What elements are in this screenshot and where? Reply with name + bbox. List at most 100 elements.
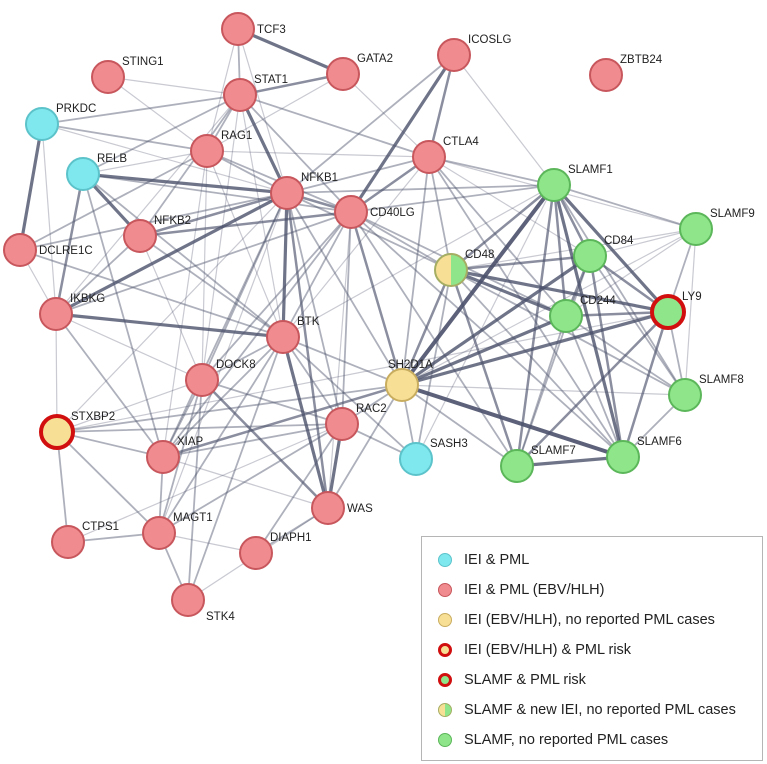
node-border xyxy=(239,536,273,570)
edge-cd244-slamf6 xyxy=(565,315,624,458)
legend-item-iei-pml: IEI & PML xyxy=(438,549,529,571)
node-sh2d1a[interactable]: SH2D1A xyxy=(385,359,433,402)
node-border xyxy=(334,195,368,229)
edge-stat1-dock8 xyxy=(201,94,241,381)
edge-ikbkg-dock8 xyxy=(55,313,203,381)
node-circle xyxy=(501,450,533,482)
legend-swatch-iei-pml-ebv xyxy=(438,583,452,597)
node-cd40lg[interactable]: CD40LG xyxy=(334,195,415,229)
node-circle xyxy=(271,177,303,209)
edge-prkdc-dclre1c xyxy=(18,122,44,252)
node-slamf6[interactable]: SLAMF6 xyxy=(606,436,682,474)
edge-rac2-ctps1 xyxy=(67,423,343,543)
node-rac2[interactable]: RAC2 xyxy=(325,403,387,441)
node-border xyxy=(3,233,37,267)
legend-item-slamf-new-iei: SLAMF & new IEI, no reported PML cases xyxy=(438,699,736,721)
node-stxbp2[interactable]: STXBP2 xyxy=(39,411,115,450)
node-label: CTLA4 xyxy=(443,136,479,148)
edge-nfkb2-ikbkg xyxy=(55,235,141,315)
node-btk[interactable]: BTK xyxy=(266,316,320,354)
node-slamf9[interactable]: SLAMF9 xyxy=(679,208,755,246)
edge-nfkb1-ikbkg xyxy=(54,191,289,316)
node-circle xyxy=(52,526,84,558)
legend-label: IEI & PML (EBV/HLH) xyxy=(464,582,605,598)
edge-sh2d1a-slamf1 xyxy=(400,183,556,387)
edge-rac2-xiap xyxy=(162,423,343,458)
edge-cd40lg-ikbkg xyxy=(55,211,352,315)
node-tcf3[interactable]: TCF3 xyxy=(221,12,286,46)
legend-label: SLAMF, no reported PML cases xyxy=(464,732,669,748)
legend-label: SLAMF & PML risk xyxy=(464,672,586,688)
node-nfkb1[interactable]: NFKB1 xyxy=(270,172,338,210)
node-circle xyxy=(92,61,124,93)
edge-dock8-stxbp2 xyxy=(56,379,203,433)
edge-prkdc-ikbkg xyxy=(41,123,57,315)
edge-nfkb1-rac2 xyxy=(286,192,343,425)
legend-label: SLAMF & new IEI, no reported PML cases xyxy=(464,702,736,718)
node-label: DCLRE1C xyxy=(39,245,93,257)
node-border xyxy=(270,176,304,210)
node-cd48[interactable]: CD48 xyxy=(434,249,494,287)
node-border xyxy=(39,297,73,331)
node-border xyxy=(437,38,471,72)
node-nfkb2[interactable]: NFKB2 xyxy=(123,215,191,253)
node-icoslg[interactable]: ICOSLG xyxy=(437,34,512,72)
node-dock8[interactable]: DOCK8 xyxy=(185,359,256,397)
node-circle xyxy=(240,537,272,569)
node-slamf1[interactable]: SLAMF1 xyxy=(537,164,613,202)
node-sting1[interactable]: STING1 xyxy=(91,56,164,94)
node-rag1[interactable]: RAG1 xyxy=(190,130,252,168)
node-xiap[interactable]: XIAP xyxy=(146,436,204,474)
node-magt1[interactable]: MAGT1 xyxy=(142,512,213,550)
node-sash3[interactable]: SASH3 xyxy=(399,438,468,476)
node-stk4[interactable]: STK4 xyxy=(171,583,235,623)
node-stat1[interactable]: STAT1 xyxy=(223,74,288,112)
node-relb[interactable]: RELB xyxy=(66,153,127,191)
node-label: CD84 xyxy=(604,235,634,247)
node-diaph1[interactable]: DIAPH1 xyxy=(239,532,312,570)
edge-cd40lg-nfkb2 xyxy=(138,210,353,238)
edge-slamf1-slamf7 xyxy=(515,183,556,468)
node-circle xyxy=(41,416,73,448)
node-slamf7[interactable]: SLAMF7 xyxy=(500,445,576,483)
edge-btk-magt1 xyxy=(158,336,284,534)
edge-gata2-ctla4 xyxy=(342,73,430,158)
node-border xyxy=(537,168,571,202)
node-label: SASH3 xyxy=(430,438,468,450)
node-cd84[interactable]: CD84 xyxy=(573,235,634,273)
edge-ly9-slamf7 xyxy=(515,310,670,468)
node-gata2[interactable]: GATA2 xyxy=(326,53,393,91)
edge-stxbp2-xiap xyxy=(56,431,164,458)
legend-swatch-iei-pml xyxy=(438,553,452,567)
node-circle xyxy=(172,584,204,616)
node-label: DOCK8 xyxy=(216,359,256,371)
node-ctla4[interactable]: CTLA4 xyxy=(412,136,479,174)
legend-label: IEI (EBV/HLH) & PML risk xyxy=(464,642,632,658)
edge-nfkb1-slamf1 xyxy=(286,184,555,194)
node-ikbkg[interactable]: IKBKG xyxy=(39,293,105,331)
node-cd244[interactable]: CD244 xyxy=(549,295,616,333)
node-label: RAC2 xyxy=(356,403,387,415)
node-prkdc[interactable]: PRKDC xyxy=(25,103,96,141)
node-border xyxy=(185,363,219,397)
legend-item-slamf-risk: SLAMF & PML risk xyxy=(438,669,586,691)
node-circle xyxy=(669,379,701,411)
edge-nfkb1-btk xyxy=(281,191,289,339)
edge-slamf9-slamf8 xyxy=(684,228,697,396)
node-slamf8[interactable]: SLAMF8 xyxy=(668,374,744,412)
node-ly9[interactable]: LY9 xyxy=(650,291,702,330)
node-was[interactable]: WAS xyxy=(311,491,373,525)
node-circle xyxy=(267,321,299,353)
legend-box: IEI & PML IEI & PML (EBV/HLH) IEI (EBV/H… xyxy=(421,536,763,761)
node-zbtb24[interactable]: ZBTB24 xyxy=(589,54,663,92)
node-circle xyxy=(4,234,36,266)
edge-slamf7-slamf6 xyxy=(515,455,625,468)
edge-sting1-stat1 xyxy=(107,76,241,96)
node-label: STAT1 xyxy=(254,74,288,86)
edge-icoslg-nfkb1 xyxy=(286,54,455,194)
node-ctps1[interactable]: CTPS1 xyxy=(51,521,119,559)
edge-sh2d1a-xiap xyxy=(161,383,404,459)
edge-nfkb1-magt1 xyxy=(158,192,288,534)
node-dclre1c[interactable]: DCLRE1C xyxy=(3,233,93,267)
node-circle xyxy=(26,108,58,140)
